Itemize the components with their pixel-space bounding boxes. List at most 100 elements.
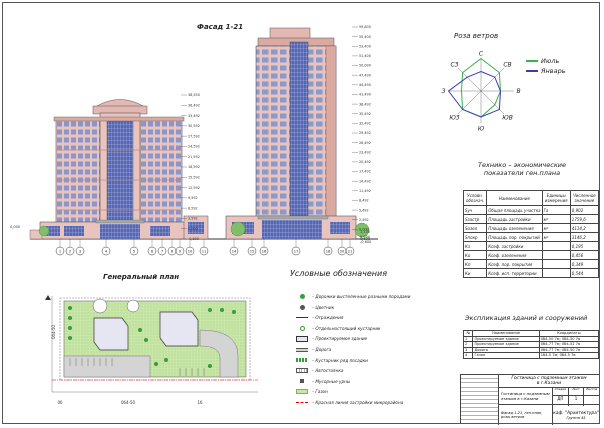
tep-header-cell: Условн. обознач. <box>462 190 488 206</box>
tep-cell: 0,456 <box>569 250 600 260</box>
stamp-stage-label: Стадия <box>553 387 569 395</box>
site-axis-label: 0б4-50 <box>51 325 56 340</box>
wind-direction-label: З <box>442 88 446 95</box>
elevation-label: 8,492 <box>359 199 369 203</box>
elevation-label: 53,400 <box>359 44 371 48</box>
stamp-stage-value: ДП <box>553 396 569 406</box>
stamp-sheet-desc: Гостиница с подземным этажом в г.Казани <box>499 387 553 405</box>
tep-title-line1: Технико – экономические <box>478 161 566 169</box>
axis-bubble <box>75 246 85 256</box>
axis-label: 7 <box>161 249 163 253</box>
axis-label: 8 <box>171 249 174 253</box>
elevation-label: 44,490 <box>359 83 371 87</box>
stamp-stage-cells: Стадия Лист Листов ДП 1 <box>553 387 599 406</box>
elevation-label: 38,492 <box>359 102 371 106</box>
elevation-label: 26,492 <box>359 141 371 145</box>
site-axis-label: 0б4-50 <box>121 400 136 405</box>
facade-trees <box>38 221 370 238</box>
parking-icon <box>296 368 308 374</box>
axis-bubble <box>55 246 65 256</box>
wind-direction-label: СЗ <box>450 61 458 68</box>
tep-cell: м² <box>541 232 571 242</box>
tep-cell: 4114,2 <box>569 223 600 233</box>
explication-cell: 0б4-77 7м; 0б4-50 7в <box>538 346 600 353</box>
stamp-organization: каф. "Архитектура" Группа 45 <box>553 405 599 425</box>
elevation-label: 55,400 <box>359 35 371 39</box>
axis-bubble <box>345 246 355 256</box>
axis-bubble <box>291 246 301 256</box>
elevation-label: 29,492 <box>359 131 371 135</box>
elevation-label: 18,592 <box>188 165 200 169</box>
axis-label: 10 <box>188 249 193 253</box>
fence-icon <box>296 315 308 321</box>
tep-cell <box>541 241 571 251</box>
explication-cell: Газон <box>472 352 540 359</box>
axis-label: 16 <box>262 249 267 253</box>
wind-direction-label: Ю <box>478 126 485 133</box>
tep-cell: Коэф. озеленения <box>486 250 543 260</box>
explication-cell: 1 <box>462 335 474 342</box>
tep-title-line2: показатели ген.плана <box>483 169 561 177</box>
tep-cell: Площадь пор. покрытий <box>486 232 543 242</box>
circle-green-icon <box>296 294 308 300</box>
stamp-org-name: каф. "Архитектура" <box>553 410 599 416</box>
legend-item: – Дорожки выстеленные разными породами <box>296 292 410 301</box>
wind-direction-label: СВ <box>503 61 511 68</box>
axis-label: 17 <box>294 249 299 253</box>
tep-cell: 0,195 <box>569 241 600 251</box>
wind-direction-label: ЮВ <box>502 115 513 122</box>
flower-icon <box>296 304 308 310</box>
stamp-sheet-value: 1 <box>569 396 585 406</box>
axis-label: 21 <box>348 249 353 253</box>
axis-bubble <box>101 246 111 256</box>
axis-label: 18 <box>326 249 331 253</box>
wind-direction-label: ЮЗ <box>449 115 459 122</box>
building-icon <box>296 335 308 342</box>
left-building <box>29 99 209 240</box>
legend-item: – Отдельностоящий кустарник <box>296 324 381 333</box>
axis-bubble <box>147 246 157 256</box>
elevation-label: -0,600 <box>188 237 199 241</box>
legend-item-label: – Дорожки выстеленные разными породами <box>312 294 411 299</box>
legend-item: – Газон <box>296 387 328 396</box>
legend-item-label: – Ограждения <box>312 315 344 321</box>
axis-bubble <box>185 246 195 256</box>
tep-header-cell: Численное значение <box>569 190 600 206</box>
tep-cell: 0,349 <box>569 259 600 269</box>
elevation-label: 23,492 <box>359 150 371 154</box>
tep-cell <box>541 250 571 260</box>
site-axis-label: 0б <box>57 400 63 405</box>
legend-item: – Цветник <box>296 303 334 312</box>
elevation-label: 24,592 <box>188 145 200 149</box>
axis-bubble <box>199 246 209 256</box>
elevation-label: 12,592 <box>188 186 200 190</box>
title-block: Гостиница с подземным этажом в г.Казани … <box>460 374 600 425</box>
left-elevation-marks: 38,55036,49233,49230,59227,59224,59221,5… <box>181 93 200 241</box>
axis-label: 9 <box>179 249 182 253</box>
elevation-label: 21,592 <box>188 155 200 159</box>
stamp-sheet-desc1: Гостиница с подземным <box>501 390 550 396</box>
elevation-label: 51,400 <box>359 54 371 58</box>
tep-cell: Ки <box>462 268 488 278</box>
stamp-sheet-desc2: этажом в г.Казани <box>501 395 539 401</box>
wind-axis <box>457 67 482 92</box>
legend-item-label: – Газон <box>312 389 328 395</box>
axis-label: 20 <box>340 249 345 253</box>
bush-icon <box>296 325 308 331</box>
elevation-label: 0,000 <box>359 228 369 232</box>
wind-axis <box>457 90 482 115</box>
axis-label: 6 <box>151 249 154 253</box>
explication-title: Экспликация зданий и сооружений <box>465 314 588 322</box>
stamp-project-name: Гостиница с подземным этажом в г.Казани <box>499 375 599 388</box>
